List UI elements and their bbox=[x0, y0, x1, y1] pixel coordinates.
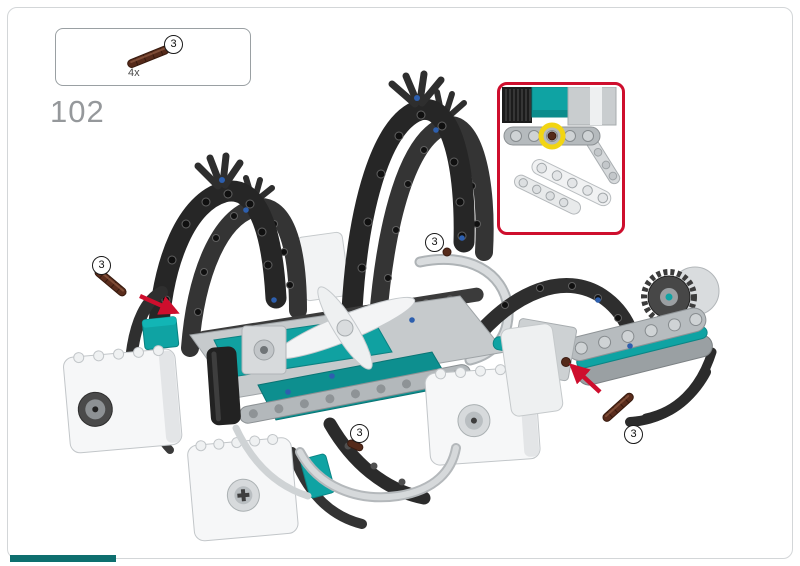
inserted-pins bbox=[347, 247, 571, 452]
callout-badge-top-middle: 3 bbox=[425, 233, 444, 252]
callout-badge-bottom-middle: 3 bbox=[350, 424, 369, 443]
white-blade bbox=[274, 286, 416, 370]
detail-beam-white-1 bbox=[531, 159, 612, 207]
white-box-far-right bbox=[500, 323, 564, 417]
highlight-ring bbox=[538, 122, 566, 150]
leg-assembly-top-middle bbox=[341, 70, 494, 327]
motor-block-left bbox=[63, 345, 183, 454]
step-number: 102 bbox=[50, 94, 105, 129]
pin-left bbox=[94, 268, 127, 297]
detail-beam-white-2 bbox=[513, 174, 582, 215]
callout-badge-right: 3 bbox=[624, 425, 643, 444]
motor-block-bottom-left bbox=[187, 433, 299, 542]
detail-beam-horizontal bbox=[503, 126, 601, 146]
part-number-badge: 3 bbox=[164, 35, 183, 54]
callout-badge-left: 3 bbox=[92, 256, 111, 275]
arrow-left bbox=[139, 293, 180, 315]
foot-assembly-right bbox=[566, 266, 720, 427]
leg-assembly-left bbox=[126, 152, 307, 358]
arrow-right bbox=[569, 363, 602, 394]
part-quantity: 4x bbox=[128, 67, 140, 79]
pin-right bbox=[602, 392, 634, 422]
detail-inset-drawing bbox=[502, 87, 621, 215]
cable-bundle-front bbox=[232, 424, 461, 503]
pin-part-thumbnail bbox=[127, 45, 170, 69]
placement-arrows bbox=[139, 293, 602, 394]
blue-pin-dots bbox=[165, 127, 633, 395]
parts-callout-box: 3 4x bbox=[55, 28, 251, 86]
footer-progress-bar bbox=[10, 555, 116, 562]
detail-inset-box bbox=[497, 82, 625, 235]
